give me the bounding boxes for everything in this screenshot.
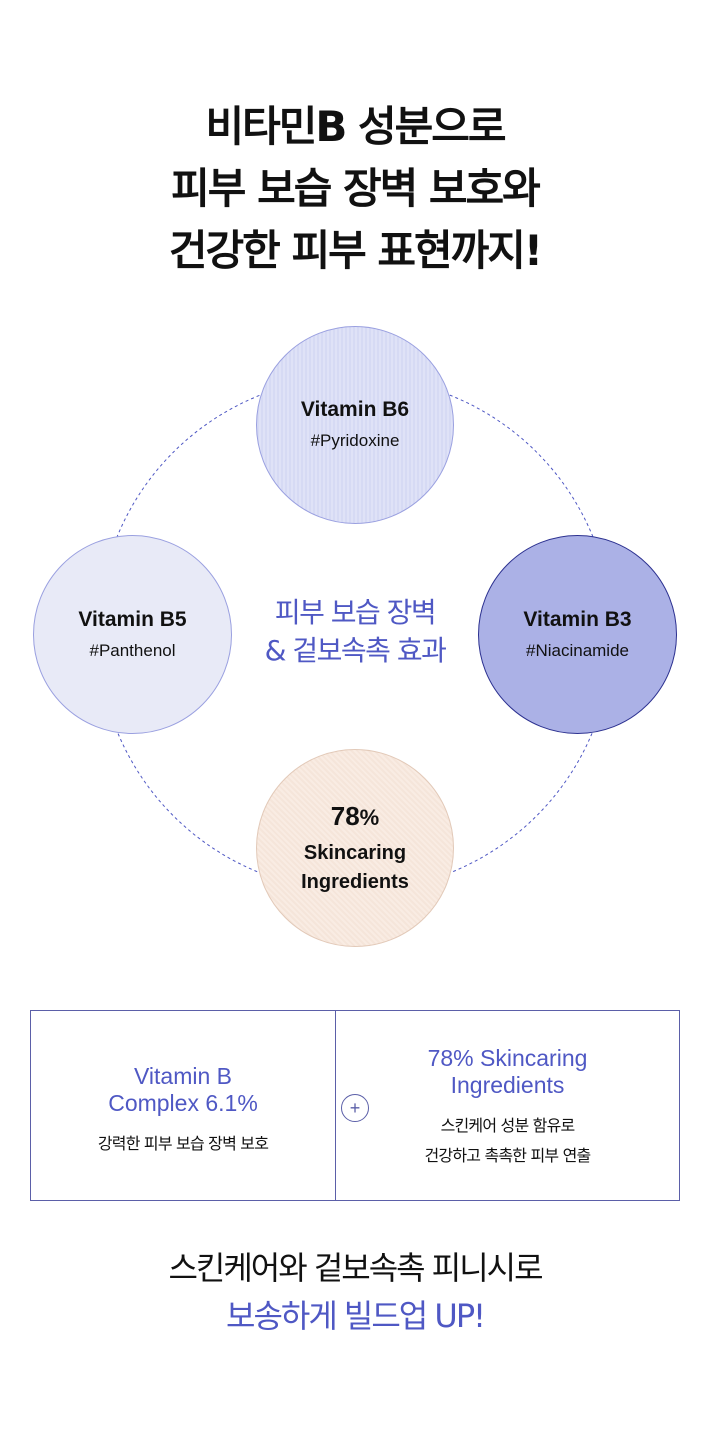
summary-divider [335,1011,336,1200]
headline-line-1: 비타민B 성분으로 [205,102,506,151]
skincare-ingredients-circle: 78% Skincaring Ingredients [256,749,454,947]
vitamin-b5-hashtag: #Panthenol [89,640,176,660]
vitamin-b3-title: Vitamin B3 [523,607,632,631]
skincare-percent-value: 78 [330,801,360,831]
summary-box: Vitamin B Complex 6.1% 강력한 피부 보습 장벽 보호 7… [30,1010,680,1201]
skincare-summary-desc-2: 건강하고 촉촉한 피부 연출 [424,1146,592,1165]
center-effect-line-2: & 겉보속촉 효과 [264,634,447,667]
closing-line-2: 보송하게 빌드업 UP! [226,1297,486,1335]
skincare-percent: 78% [331,799,379,835]
headline-line-2: 피부 보습 장벽 보호와 [171,164,541,213]
vitamin-complex-title-1: Vitamin B [133,1063,232,1089]
vitamin-complex-title-2: Complex 6.1% [108,1090,258,1116]
skincare-summary-title-2: Ingredients [450,1072,565,1098]
vitamin-b6-title: Vitamin B6 [300,398,410,421]
vitamin-b5-title: Vitamin B5 [78,607,187,631]
vitamin-b3-hashtag: #Niacinamide [526,640,629,660]
summary-left-panel: Vitamin B Complex 6.1% 강력한 피부 보습 장벽 보호 [31,1063,335,1159]
vitamin-b3-circle: Vitamin B3 #Niacinamide [478,535,677,734]
center-effect-text: 피부 보습 장벽 & 겉보속촉 효과 [232,594,478,670]
summary-right-panel: 78% Skincaring Ingredients 스킨케어 성분 함유로 건… [336,1045,679,1171]
center-effect-line-1: 피부 보습 장벽 [274,596,437,629]
closing-text: 스킨케어와 겉보속촉 피니시로 보송하게 빌드업 UP! [0,1244,710,1340]
vitamin-complex-desc: 강력한 피부 보습 장벽 보호 [97,1134,269,1153]
skincare-summary-desc-1: 스킨케어 성분 함유로 [440,1116,576,1135]
skincare-percent-sign: % [359,805,380,830]
headline: 비타민B 성분으로 피부 보습 장벽 보호와 건강한 피부 표현까지! [0,96,710,282]
skincare-summary-title-1: 78% Skincaring [427,1045,588,1071]
headline-line-3: 건강한 피부 표현까지! [168,226,543,275]
vitamin-b6-circle: Vitamin B6 #Pyridoxine [256,326,454,524]
vitamin-b6-hashtag: #Pyridoxine [310,431,400,450]
skincare-label-line-1: Skincaring [303,842,407,864]
vitamin-b5-circle: Vitamin B5 #Panthenol [33,535,232,734]
closing-line-1: 스킨케어와 겉보속촉 피니시로 [168,1249,543,1287]
plus-icon: + [341,1094,369,1122]
skincare-label-line-2: Ingredients [301,871,409,893]
